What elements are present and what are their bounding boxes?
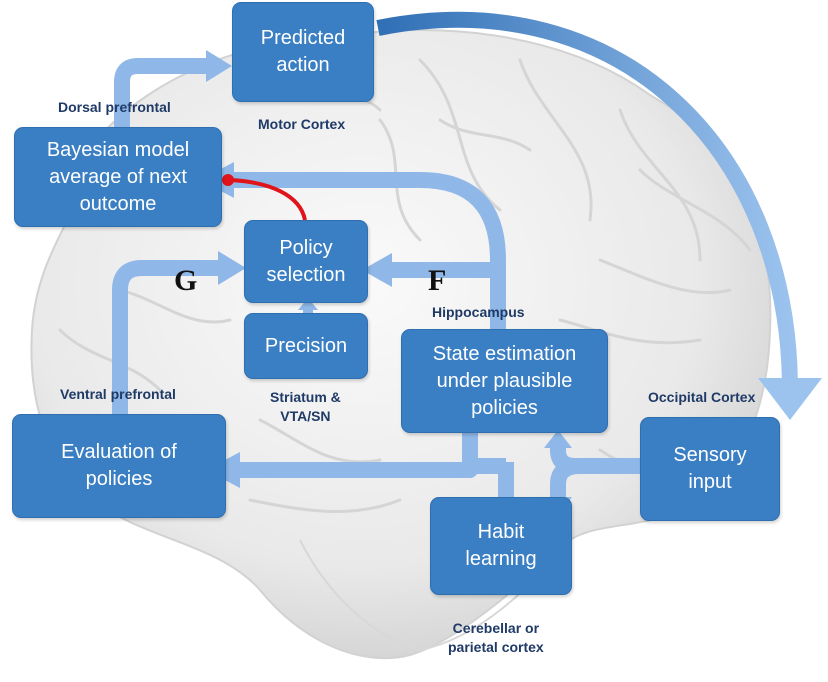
inhibitory-dot [222, 174, 234, 186]
policy-selection-box: Policy selection [244, 220, 368, 303]
label-occipital-cortex: Occipital Cortex [648, 389, 756, 405]
habit-learning-box: Habit learning [430, 497, 572, 595]
evaluation-box: Evaluation of policies [12, 414, 226, 518]
predicted-action-box: Predicted action [232, 2, 374, 102]
label-hippocampus: Hippocampus [432, 304, 525, 320]
bayesian-model-box: Bayesian model average of next outcome [14, 127, 222, 227]
inhibitory-connection [222, 174, 307, 221]
arrow-bayesian-to-action [114, 58, 212, 130]
arrow-eval-to-policy [112, 260, 220, 415]
arrow-state-to-bayesian [228, 172, 506, 330]
letter-g: G [174, 264, 198, 297]
label-dorsal-prefrontal: Dorsal prefrontal [58, 99, 171, 115]
sensory-input-box: Sensory input [640, 417, 780, 521]
connection-arrows [112, 58, 640, 500]
label-ventral-prefrontal: Ventral prefrontal [60, 386, 176, 402]
label-cerebellar: Cerebellar or parietal cortex [448, 620, 544, 655]
label-motor-cortex: Motor Cortex [258, 116, 346, 132]
letter-f: F [428, 264, 447, 297]
label-striatum: Striatum & VTA/SN [270, 389, 341, 424]
state-estimation-box: State estimation under plausible policie… [401, 329, 608, 433]
top-arc-arrow [376, 11, 822, 420]
arrow-sensory-to-habit [550, 458, 581, 498]
precision-box: Precision [244, 313, 368, 379]
